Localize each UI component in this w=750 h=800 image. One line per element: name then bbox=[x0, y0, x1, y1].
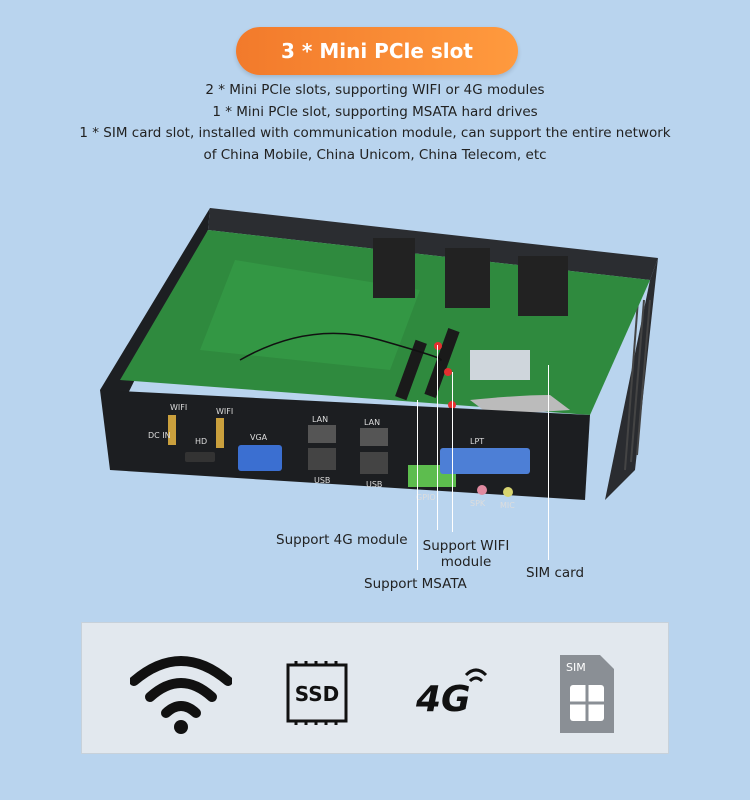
description: 2 * Mini PCle slots, supporting WIFI or … bbox=[0, 80, 750, 166]
description-line: of China Mobile, China Unicom, China Tel… bbox=[203, 146, 547, 163]
callout-wifi-line: Support WIFI bbox=[422, 538, 510, 554]
4g-icon-text: 4G bbox=[415, 679, 471, 720]
sim-icon-text: SIM bbox=[566, 661, 586, 674]
mic-label: MIC bbox=[500, 501, 515, 510]
callout-sim: SIM card bbox=[526, 565, 585, 581]
mini-pc-photo: WIFI WIFI DC IN HD VGA LAN LAN USB USB G… bbox=[100, 208, 658, 510]
description-line: 1 * SIM card slot, installed with commun… bbox=[79, 125, 671, 141]
lpt-label: LPT bbox=[470, 437, 484, 446]
leader-4g bbox=[437, 345, 438, 530]
feature-icon-panel: SSD 4G SIM bbox=[81, 622, 669, 754]
wifi-label: WIFI bbox=[170, 403, 187, 412]
sim-card-icon: SIM bbox=[560, 655, 614, 733]
callout-msata: Support MSATA bbox=[364, 576, 467, 592]
lan-label: LAN bbox=[364, 418, 380, 427]
lan-label: LAN bbox=[312, 415, 328, 424]
callout-wifi: Support WIFI module bbox=[420, 538, 512, 570]
hd-label: HD bbox=[195, 437, 207, 446]
wifi-label: WIFI bbox=[216, 407, 233, 416]
callout-4g: Support 4G module bbox=[276, 532, 408, 548]
gpio-label: GPIO bbox=[416, 493, 436, 502]
wifi-icon bbox=[130, 656, 232, 734]
ssd-icon-text: SSD bbox=[295, 682, 340, 706]
vga-label: VGA bbox=[250, 433, 268, 442]
callout-wifi-line: module bbox=[440, 554, 492, 570]
dc-in-label: DC IN bbox=[148, 431, 171, 440]
usb-label: USB bbox=[314, 476, 330, 485]
leader-sim bbox=[548, 365, 549, 560]
spk-label: SPK bbox=[470, 499, 486, 508]
4g-icon: 4G bbox=[415, 668, 488, 720]
page-title: 3 * Mini PCle slot bbox=[236, 27, 518, 75]
ssd-icon: SSD bbox=[286, 661, 348, 725]
description-line: 1 * Mini PCle slot, supporting MSATA har… bbox=[212, 103, 538, 120]
leader-msata bbox=[417, 400, 418, 570]
leader-wifi bbox=[452, 372, 453, 532]
description-line: 2 * Mini PCle slots, supporting WIFI or … bbox=[205, 82, 545, 98]
usb-label: USB bbox=[366, 480, 382, 489]
